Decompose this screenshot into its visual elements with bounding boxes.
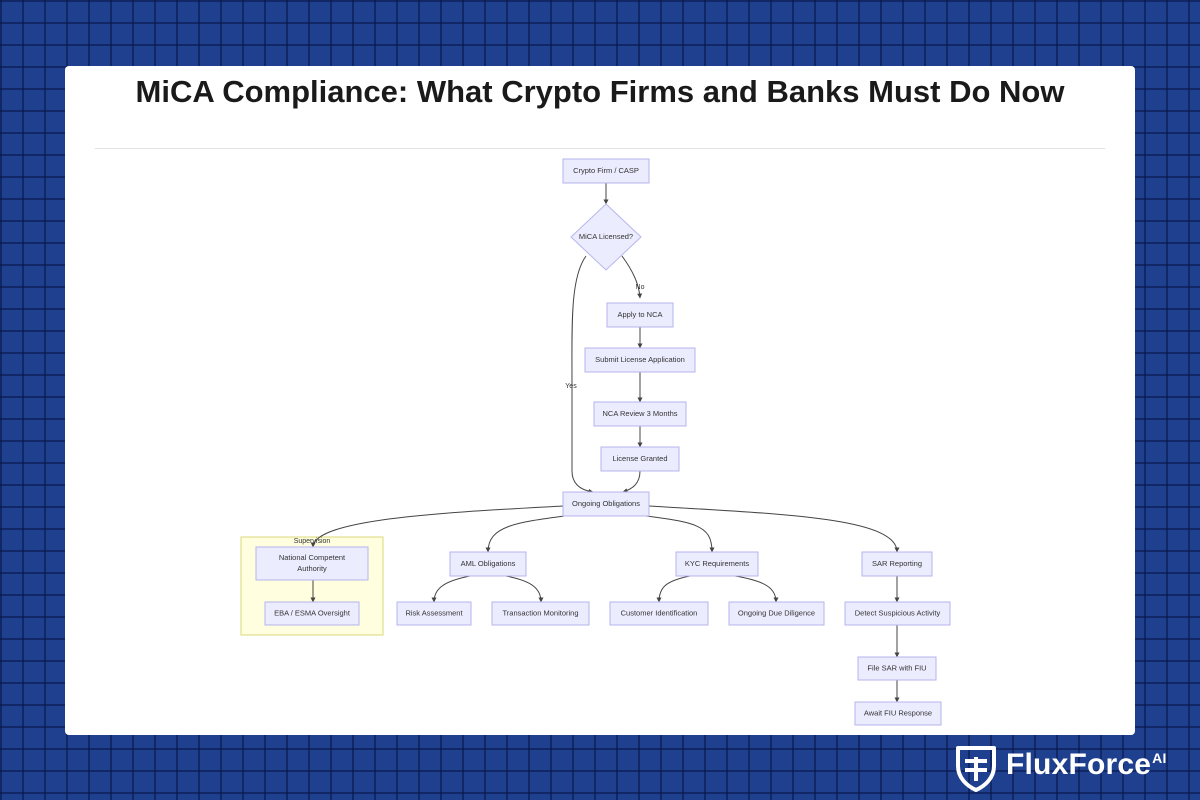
node-risk-assessment: Risk Assessment xyxy=(396,601,472,626)
brand-name-text: FluxForce xyxy=(1006,748,1152,781)
edge-aml-risk xyxy=(431,575,471,603)
node-crypto-firm-casp: Crypto Firm / CASP xyxy=(562,158,650,184)
node-await-fiu-response: Await FIU Response xyxy=(854,701,942,726)
node-transaction-monitoring: Transaction Monitoring xyxy=(491,601,590,626)
edge-ongoing-aml xyxy=(485,513,581,553)
node-ongoing-due-diligence-label: Ongoing Due Diligence xyxy=(738,608,815,617)
shield-icon xyxy=(956,746,996,792)
node-aml-obligations-label: AML Obligations xyxy=(461,559,516,568)
node-sar-reporting-label: SAR Reporting xyxy=(872,559,922,568)
flowchart: Supervision No Yes Crypto Firm / CASP xyxy=(240,158,951,726)
node-await-fiu-response-label: Await FIU Response xyxy=(864,708,932,717)
node-detect-suspicious-activity: Detect Suspicious Activity xyxy=(844,601,951,626)
node-file-sar-with-fiu: File SAR with FIU xyxy=(857,656,937,681)
node-license-granted: License Granted xyxy=(600,446,680,472)
node-nca-label-line2: Authority xyxy=(297,564,327,573)
node-nca-label-line1: National Competent xyxy=(279,553,346,562)
node-submit-license-application-label: Submit License Application xyxy=(595,355,685,364)
supervision-group-label: Supervision xyxy=(294,538,331,545)
edge-licensed-apply xyxy=(621,255,643,299)
brand-name: FluxForceAI xyxy=(1006,748,1167,782)
edge-label-yes: Yes xyxy=(565,383,577,390)
fluxforce-logo: FluxForceAI xyxy=(950,742,1190,794)
node-ongoing-obligations-label: Ongoing Obligations xyxy=(572,499,640,508)
node-license-granted-label: License Granted xyxy=(612,454,667,463)
node-ongoing-due-diligence: Ongoing Due Diligence xyxy=(728,601,825,626)
edge-label-no: No xyxy=(636,284,645,291)
edge-licensed-ongoing xyxy=(571,255,594,494)
node-customer-identification-label: Customer Identification xyxy=(621,608,698,617)
node-customer-identification: Customer Identification xyxy=(609,601,709,626)
node-file-sar-with-fiu-label: File SAR with FIU xyxy=(867,663,926,672)
page-title: MiCA Compliance: What Crypto Firms and B… xyxy=(135,74,1065,109)
node-apply-to-nca-label: Apply to NCA xyxy=(617,310,662,319)
node-national-competent-authority: National Competent Authority xyxy=(255,546,369,581)
edge-kyc-custid xyxy=(656,575,691,603)
brand-suffix: AI xyxy=(1152,750,1167,766)
node-nca-review-label: NCA Review 3 Months xyxy=(602,409,677,418)
node-apply-to-nca: Apply to NCA xyxy=(606,302,674,328)
node-eba-esma-oversight: EBA / ESMA Oversight xyxy=(264,601,360,626)
diagram-card: MiCA Compliance: What Crypto Firms and B… xyxy=(65,66,1135,735)
node-mica-licensed-label: MiCA Licensed? xyxy=(579,232,633,241)
edge-granted-ongoing xyxy=(622,470,641,493)
node-risk-assessment-label: Risk Assessment xyxy=(405,608,463,617)
edge-ongoing-sar xyxy=(648,505,900,553)
edge-kyc-odd xyxy=(734,575,779,603)
edge-aml-txmon xyxy=(505,575,544,603)
edge-ongoing-nca xyxy=(310,505,564,548)
title-divider xyxy=(95,148,1105,149)
node-crypto-firm-casp-label: Crypto Firm / CASP xyxy=(573,166,639,175)
node-ongoing-obligations: Ongoing Obligations xyxy=(562,491,650,517)
node-mica-licensed-decision: MiCA Licensed? xyxy=(570,203,642,271)
node-eba-esma-oversight-label: EBA / ESMA Oversight xyxy=(274,608,351,617)
node-nca-review: NCA Review 3 Months xyxy=(593,401,687,427)
node-aml-obligations: AML Obligations xyxy=(449,551,527,577)
node-detect-suspicious-activity-label: Detect Suspicious Activity xyxy=(855,608,941,617)
node-kyc-requirements: KYC Requirements xyxy=(675,551,759,577)
node-submit-license-application: Submit License Application xyxy=(584,347,696,373)
node-sar-reporting: SAR Reporting xyxy=(861,551,933,577)
edge-ongoing-kyc xyxy=(629,513,715,553)
node-transaction-monitoring-label: Transaction Monitoring xyxy=(502,608,578,617)
node-kyc-requirements-label: KYC Requirements xyxy=(685,559,749,568)
